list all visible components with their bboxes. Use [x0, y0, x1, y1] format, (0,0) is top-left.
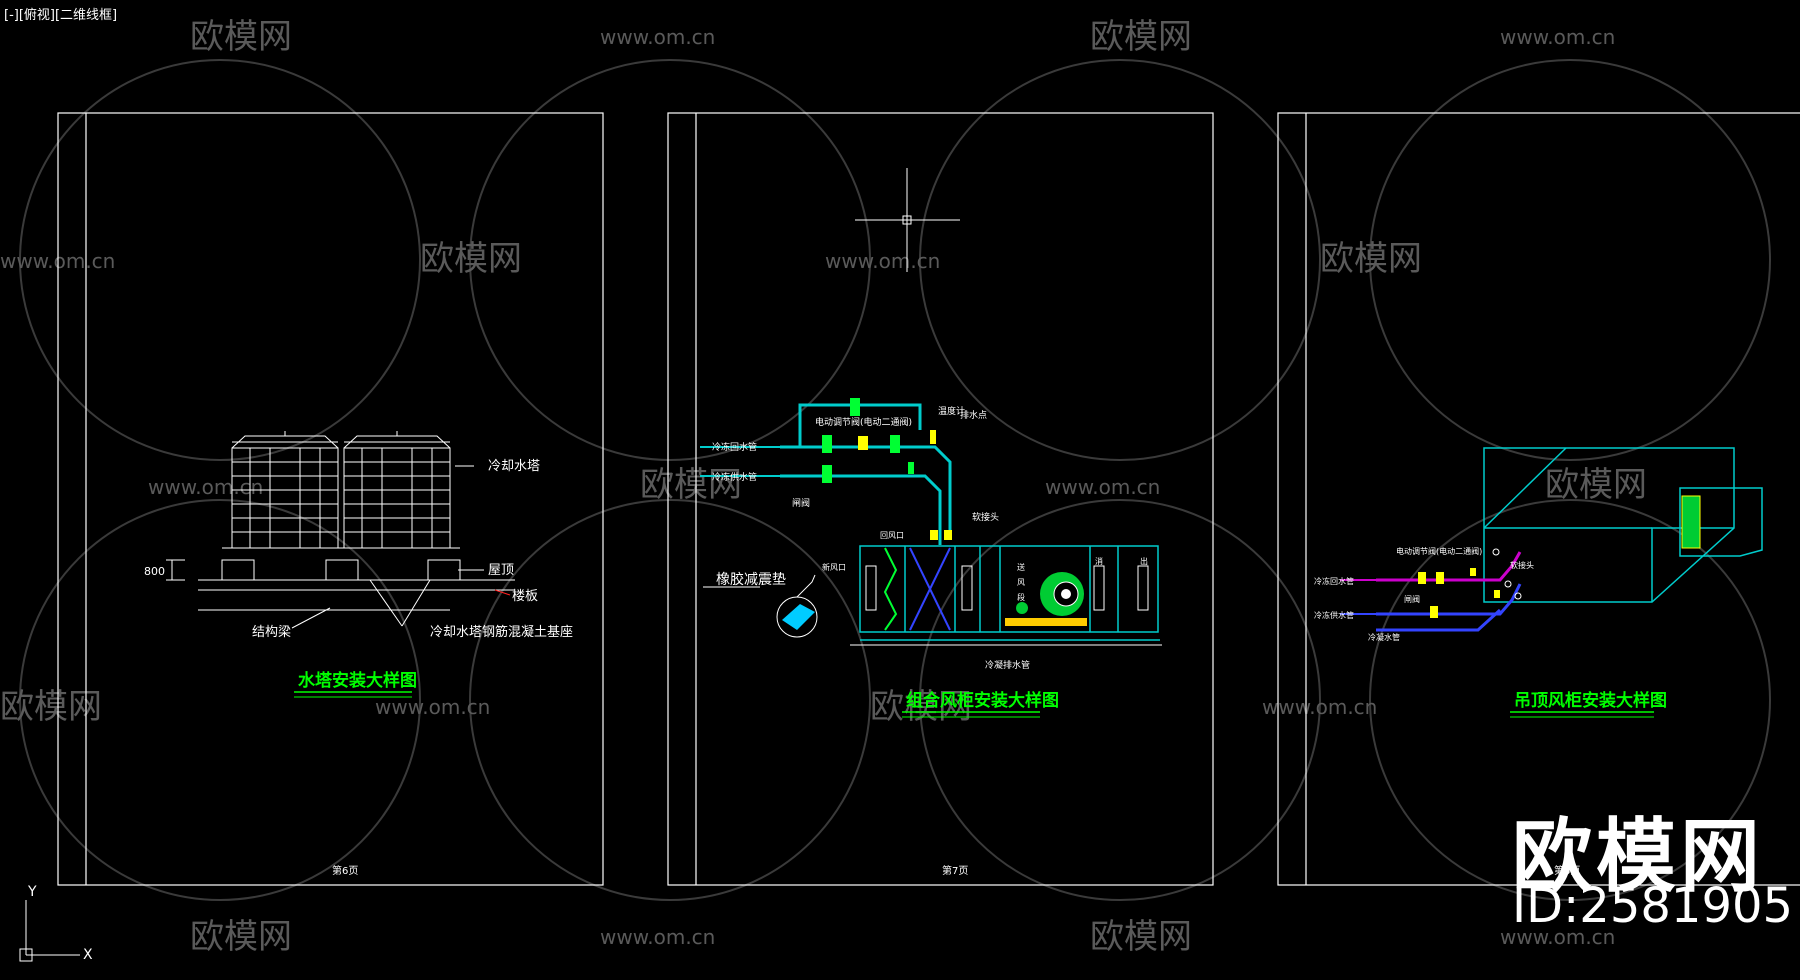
svg-text:送: 送: [1017, 562, 1025, 572]
fresh-air-label: 新风口: [822, 562, 846, 572]
watermark-brand: 欧模网: [1545, 465, 1647, 505]
watermark-brand: 欧模网: [420, 239, 522, 279]
sheet-1-frame: [57, 112, 604, 886]
rubber-pad-label: 橡胶减震垫: [716, 571, 786, 588]
return-pipe-label: 冷冻回水管: [712, 441, 757, 453]
watermark-url: www.om.cn: [1045, 475, 1160, 499]
fcu-valve-label: 电动调节阀(电动二通阀): [1396, 546, 1482, 556]
watermark-url: www.om.cn: [1262, 695, 1377, 719]
watermark-brand: 欧模网: [190, 917, 292, 957]
rubber-pad-detail: [703, 574, 818, 638]
watermark-id: ID:2581905: [1512, 878, 1794, 934]
fcu-valves: [1418, 548, 1522, 618]
sheet-1[interactable]: 冷却水塔 屋顶 楼板 结构梁 冷却水塔钢筋混凝土基座 800 水塔安装大样图 第…: [57, 112, 604, 886]
ceiling-fcu: [1483, 447, 1763, 603]
watermark-brand: 欧模网: [1090, 917, 1192, 957]
ahu-piping: [700, 403, 952, 545]
sheet-2-frame: [667, 112, 1214, 886]
watermark-url: www.om.cn: [825, 249, 940, 273]
drain-label: 排水点: [960, 409, 987, 421]
watermark-url: www.om.cn: [148, 475, 263, 499]
svg-text:风: 风: [1017, 578, 1025, 587]
svg-text:出: 出: [1140, 556, 1148, 566]
watermark-texts: 欧模网 www.om.cn 欧模网 www.om.cn 欧模网 www.om.c…: [0, 17, 1647, 957]
fcu-piping: [1340, 551, 1522, 632]
dim-label: 800: [144, 565, 165, 578]
watermark-brand: 欧模网: [190, 17, 292, 57]
valve-top-label: 电动调节阀(电动二通阀): [815, 416, 912, 428]
svg-text:消: 消: [1095, 556, 1103, 566]
thermo-label: 温度计: [938, 405, 965, 417]
gate-valve-label: 闸阀: [792, 498, 810, 509]
sheet-2-title: 组合风柜安装大样图: [906, 690, 1059, 711]
ahu-labels-small: 送风段 消 出: [1017, 556, 1148, 602]
fcu-return-label: 冷冻回水管: [1314, 576, 1354, 586]
sheet-1-title: 水塔安装大样图: [298, 670, 417, 691]
sheet-2[interactable]: 送风段 消出 电动调节阀(电动二通阀) 温度计 排水点 冷冻回水管 冷冻供水管 …: [667, 112, 1214, 886]
sheet-3-page: 第8页: [1554, 864, 1580, 877]
return-air-label: 回风口: [880, 531, 904, 540]
roof-label: 屋顶: [488, 563, 514, 578]
fcu-flex-label: 软接头: [1510, 560, 1534, 570]
sheet-3[interactable]: 电动调节阀(电动二通阀) 软接头 冷冻回水管 冷冻供水管 闸阀 冷凝水管 吊顶风…: [1277, 112, 1800, 886]
watermark-url: www.om.cn: [1500, 925, 1615, 949]
watermark-logo: 欧模网: [1512, 810, 1764, 903]
fcu-gate-label: 闸阀: [1404, 595, 1420, 604]
condensate-label: 冷凝排水管: [985, 659, 1030, 671]
svg-text:段: 段: [1017, 592, 1025, 602]
fcu-cond-label: 冷凝水管: [1368, 632, 1400, 642]
ucs-x-label: X: [83, 947, 93, 963]
sheet-3-frame: [1277, 112, 1800, 886]
sheet-3-title: 吊顶风柜安装大样图: [1514, 690, 1667, 711]
sheet-2-page: 第7页: [942, 864, 968, 877]
slab-label: 楼板: [512, 589, 538, 604]
watermark-brand: 欧模网: [0, 687, 102, 727]
ahu-unit: [850, 545, 1162, 646]
ucs-icon: [19, 900, 80, 962]
base-label: 冷却水塔钢筋混凝土基座: [430, 624, 573, 640]
ucs-y-label: Y: [27, 884, 37, 900]
sheet-1-page: 第6页: [332, 864, 358, 877]
watermark-brand: 欧模网: [640, 465, 742, 505]
watermark-circles: [19, 59, 1771, 901]
watermark-url: www.om.cn: [600, 925, 715, 949]
tower-label: 冷却水塔: [488, 459, 540, 474]
ahu-valves: [822, 398, 952, 540]
watermark-url: www.om.cn: [375, 695, 490, 719]
cooling-towers: [166, 431, 515, 629]
ahu-fan: [1005, 572, 1087, 626]
watermark-brand: 欧模网: [1090, 17, 1192, 57]
viewport-label[interactable]: [-][俯视][二维线框]: [4, 8, 118, 23]
watermark-url: www.om.cn: [1500, 25, 1615, 49]
supply-pipe-label: 冷冻供水管: [712, 471, 757, 483]
watermark-brand: 欧模网: [1320, 239, 1422, 279]
watermark-brand: 欧模网: [870, 687, 972, 727]
watermark-url: www.om.cn: [600, 25, 715, 49]
crosshair-cursor[interactable]: [855, 168, 960, 272]
beam-label: 结构梁: [252, 625, 291, 640]
flex-joint-label: 软接头: [972, 511, 999, 523]
fcu-supply-label: 冷冻供水管: [1314, 610, 1354, 620]
